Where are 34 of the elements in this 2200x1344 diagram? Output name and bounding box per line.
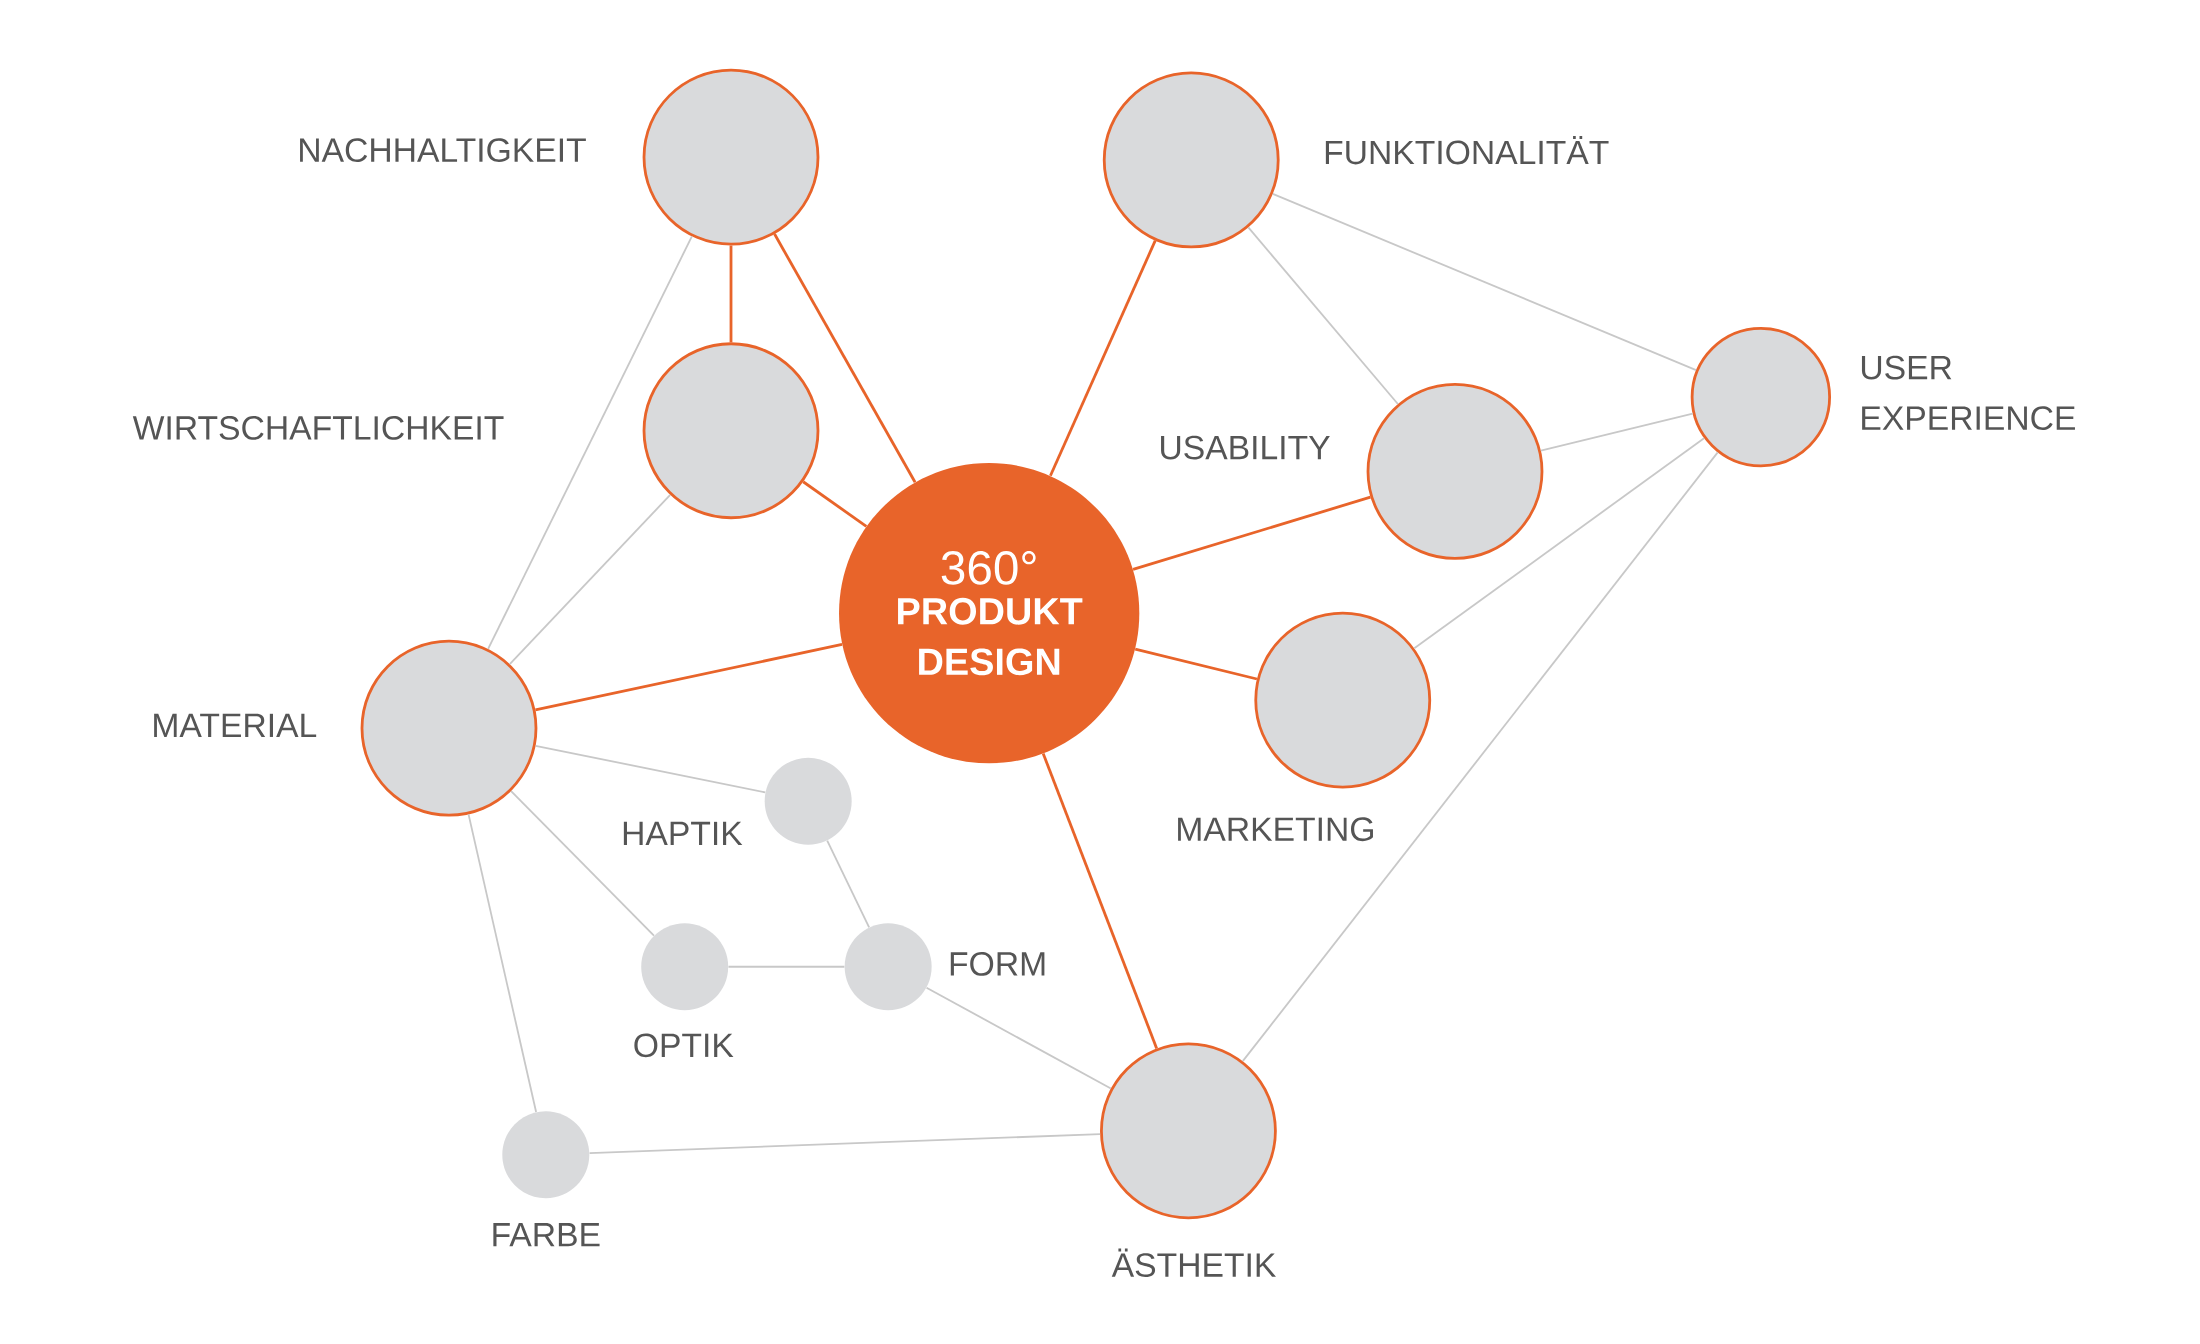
connector-line (510, 790, 655, 937)
node-label: OPTIK (634, 1033, 734, 1058)
connector-line (1271, 192, 1697, 371)
connector-line (467, 813, 537, 1113)
connector-line (1413, 437, 1705, 650)
connector-line (1041, 752, 1158, 1049)
node-label: FUNKTIONALITÄT (1325, 135, 1609, 165)
node-label: HAPTIK (623, 821, 743, 845)
connector-line (773, 233, 917, 483)
node-label: MATERIAL (154, 713, 317, 737)
connector-line (729, 245, 733, 343)
connector-line (1241, 451, 1719, 1063)
connector-line (1134, 647, 1258, 681)
connector-line (487, 235, 693, 650)
node-label: USER EXPERIENCE (1861, 355, 2075, 430)
node-label: USABILITY (1161, 435, 1330, 460)
connector-line (1132, 495, 1371, 571)
node-label: WIRTSCHAFTLICHKEIT (132, 415, 504, 440)
connector-line (508, 493, 672, 665)
connector-line (802, 480, 868, 528)
connector-line (1247, 226, 1399, 405)
node-label: NACHHALTIGKEIT (300, 138, 586, 162)
connector-line (727, 965, 846, 968)
connector-line (925, 986, 1112, 1090)
connector-line (588, 1133, 1101, 1154)
node-label: FORM (950, 951, 1045, 976)
node-label: MARKETING (1178, 817, 1373, 842)
node-label: FARBE (493, 1223, 600, 1247)
connector-line (1539, 412, 1694, 452)
connector-line (1049, 240, 1157, 477)
node-label: ÄSTHETIK (1111, 1248, 1276, 1277)
connector-line (535, 643, 843, 712)
connector-line (826, 839, 870, 929)
connector-line (534, 744, 767, 794)
